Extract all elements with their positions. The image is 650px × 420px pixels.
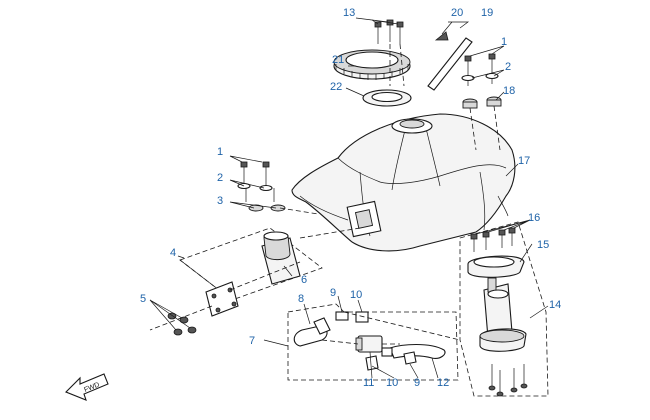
callout-10-bottom: 10 (386, 377, 398, 389)
callout-1-top: 1 (501, 36, 507, 48)
callout-19: 19 (481, 7, 493, 19)
fuel-tank (291, 113, 516, 252)
callout-3: 3 (217, 195, 223, 207)
callout-17: 17 (518, 155, 530, 167)
rear-mount-hardware (461, 53, 502, 151)
callout-20: 20 (451, 7, 463, 19)
callout-8: 8 (298, 293, 304, 305)
filter-bolts (167, 312, 197, 336)
front-mount-hardware (237, 161, 319, 215)
callout-15: 15 (537, 239, 549, 251)
callout-9-bottom: 9 (414, 377, 420, 389)
callout-2-top: 2 (505, 61, 511, 73)
forward-direction-arrow: FWD (65, 373, 109, 401)
breather-hose (427, 37, 473, 91)
callout-4: 4 (170, 247, 176, 259)
filler-cap-ring (333, 49, 411, 80)
callout-18: 18 (503, 85, 515, 97)
hose-clip (434, 31, 449, 41)
leader-lines (149, 17, 549, 379)
callout-21: 21 (332, 54, 344, 66)
callout-5: 5 (140, 293, 146, 305)
fuel-line-group (287, 303, 459, 381)
callouts: 13 20 19 1 2 18 21 22 17 1 2 3 16 15 4 6… (140, 7, 561, 389)
callout-12: 12 (437, 377, 449, 389)
callout-14: 14 (549, 299, 561, 311)
callout-7: 7 (249, 335, 255, 347)
filter-bracket-group (149, 227, 361, 331)
callout-13: 13 (343, 7, 355, 19)
filler-gasket (362, 89, 412, 107)
callout-9-top: 9 (330, 287, 336, 299)
callout-16: 16 (528, 212, 540, 224)
callout-6: 6 (301, 274, 307, 286)
callout-1-left: 1 (217, 146, 223, 158)
callout-11: 11 (363, 377, 374, 389)
callout-2-left: 2 (217, 172, 223, 184)
fuel-pump-assembly (343, 221, 549, 397)
callout-10-top: 10 (350, 289, 362, 301)
callout-22: 22 (330, 81, 342, 93)
